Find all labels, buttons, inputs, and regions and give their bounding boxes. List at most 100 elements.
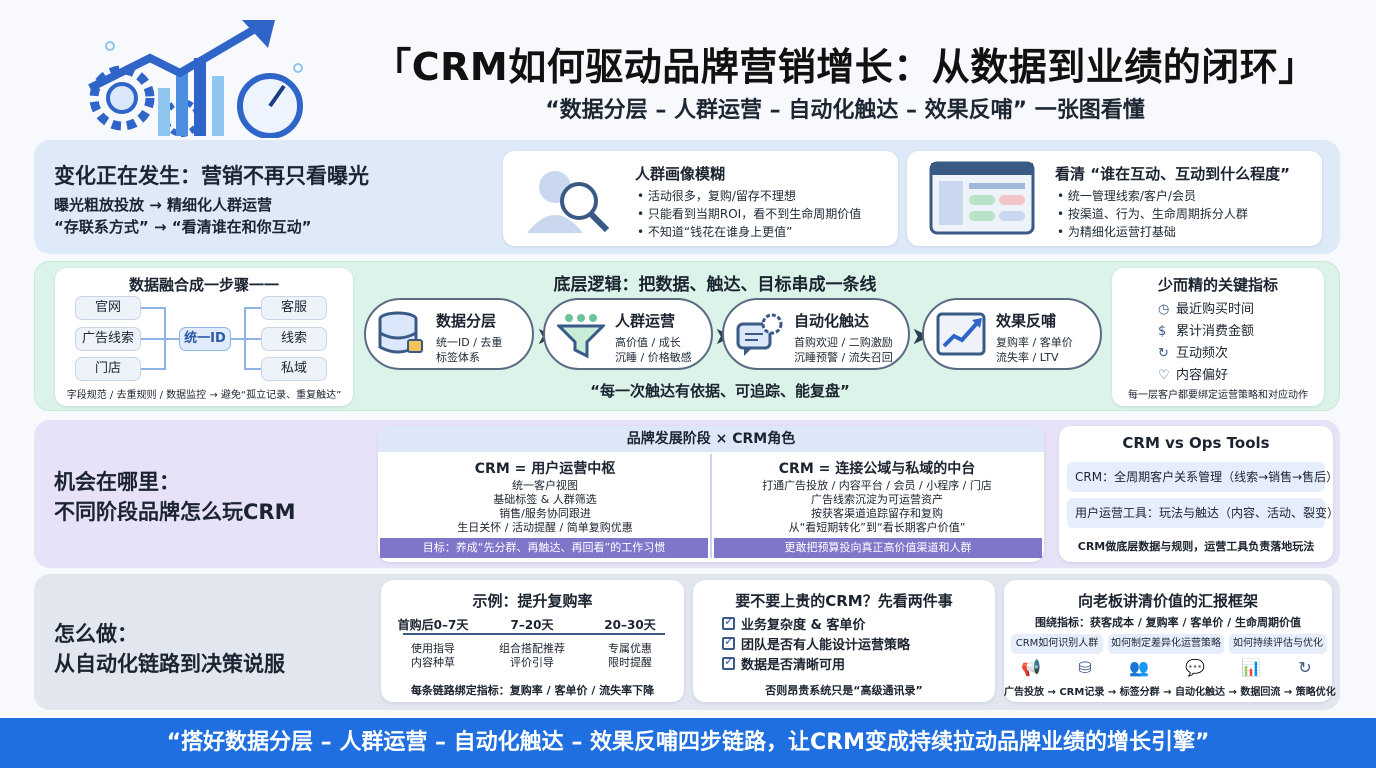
stage-col-line: 打通广告投放 / 内容平台 / 会员 / 小程序 / 门店 <box>762 479 992 492</box>
group-icon: 👥 <box>1129 658 1149 677</box>
blurry-persona-bullet: • 只能看到当期ROI，看不到生命周期价值 <box>637 207 862 221</box>
repurchase-example-title: 示例：提升复购率 <box>472 592 593 610</box>
checkbox-checked-icon <box>722 614 735 630</box>
how-to-heading-1: 怎么做： <box>54 622 138 646</box>
see-interaction-bullet: • 按渠道、行为、生命周期拆分人群 <box>1057 207 1248 221</box>
step-sub: 沉睡预警 / 流失召回 <box>794 351 893 364</box>
stage-col-left-goal: 目标：养成“先分群、再触达、再回看”的工作习惯 <box>380 538 708 558</box>
timeline-line <box>403 633 665 635</box>
stage-col-right-title: CRM = 连接公域与私域的中台 <box>778 461 976 477</box>
bar-chart-icon: 📊 <box>1241 658 1261 677</box>
funnel-icon <box>557 314 605 358</box>
change-line-2: “存联系方式” → “看清谁在和你互动” <box>54 218 312 236</box>
metric-label: 累计消费金额 <box>1176 324 1255 339</box>
checklist-label: 团队是否有人能设计运营策略 <box>741 638 911 653</box>
page-subtitle: “数据分层 – 人群运营 – 自动化触达 – 效果反哺” 一张图看懂 <box>545 98 1145 123</box>
step-sub: 标签体系 <box>436 351 480 364</box>
logic-quote: “每一次触达有依据、可追踪、能复盘” <box>590 382 850 400</box>
crm-decision-card: 要不要上贵的CRM？先看两件事 否则昂贵系统只是“高级通讯录” <box>693 580 995 702</box>
see-interaction-title: 看清 “谁在互动、互动到什么程度” <box>1055 165 1290 183</box>
clock-icon: ◷ <box>1158 302 1170 317</box>
data-fusion-title: 数据融合成一步骤一一 <box>128 276 279 294</box>
metric-label: 最近购买时间 <box>1176 302 1255 317</box>
see-interaction-card: 看清 “谁在互动、互动到什么程度” • 统一管理线索/客户/会员 • 按渠道、行… <box>907 151 1322 246</box>
step-sub: 流失率 / LTV <box>996 351 1059 364</box>
source-pill-store: 门店 <box>75 357 141 381</box>
stage-role-title: 品牌发展阶段 × CRM角色 <box>378 426 1044 452</box>
timeline-stage-label: 7–20天 <box>510 618 554 632</box>
blurry-persona-card: 人群画像模糊 • 活动很多，复购/留存不理想 • 只能看到当期ROI，看不到生命… <box>503 151 898 246</box>
checkbox-checked-icon <box>722 634 735 650</box>
report-tag: 如何制定差异化运营策略 <box>1108 634 1224 654</box>
checklist-label: 业务复杂度 & 客单价 <box>741 618 866 633</box>
blurry-persona-bullet: • 活动很多，复购/留存不理想 <box>637 189 796 203</box>
step-title: 自动化触达 <box>794 312 870 330</box>
step-crowd-ops: 人群运营 高价值 / 成长 沉睡 / 价格敏感 <box>543 298 713 370</box>
data-fusion-footer: 字段规范 / 去重规则 / 数据监控 → 避免“孤立记录、重复触达” <box>66 390 342 401</box>
report-tag: 如何持续评估与优化 <box>1229 634 1327 654</box>
stage-col-line: 生日关怀 / 活动提醒 / 简单复购优惠 <box>457 521 633 534</box>
opportunity-heading-2: 不同阶段品牌怎么玩CRM <box>54 500 296 524</box>
step-sub: 首购欢迎 / 二购激励 <box>794 336 893 349</box>
report-framework-metrics: 围绕指标：获客成本 / 复购率 / 客单价 / 生命周期价值 <box>1034 616 1302 629</box>
step-sub: 复购率 / 客单价 <box>996 336 1073 349</box>
step-title: 人群运营 <box>615 312 676 330</box>
stage-col-right-goal: 更敢把预算投向真正高价值渠道和人群 <box>714 538 1042 558</box>
unified-id-pill: 统一ID <box>179 327 231 351</box>
step-sub: 统一ID / 去重 <box>436 336 503 349</box>
logic-title: 底层逻辑：把数据、触达、目标串成一条线 <box>553 275 877 295</box>
metric-row: ◷ 最近购买时间 <box>1158 298 1254 317</box>
checklist-item: 团队是否有人能设计运营策略 <box>722 634 910 653</box>
header: 「CRM如何驱动品牌营销增长：从数据到业绩的闭环」 “数据分层 – 人群运营 –… <box>0 0 1376 138</box>
database-icon: ⛁ <box>1078 658 1092 677</box>
heart-icon: ♡ <box>1158 368 1170 383</box>
metric-row: $ 累计消费金额 <box>1158 320 1254 339</box>
stage-col-line: 统一客户视图 <box>512 479 578 492</box>
footer-banner: “搭好数据分层 – 人群运营 – 自动化触达 – 效果反哺四步链路，让CRM变成… <box>0 718 1376 768</box>
crm-vs-ops-title: CRM vs Ops Tools <box>1122 434 1270 452</box>
opportunity-heading-1: 机会在哪里： <box>54 470 180 494</box>
report-framework-flow: 广告投放 → CRM记录 → 标签分群 → 自动化触达 → 数据回流 → 策略优… <box>1004 687 1336 698</box>
see-interaction-bullet: • 为精细化运营打基础 <box>1057 225 1176 239</box>
step-auto-reach: 自动化触达 首购欢迎 / 二购激励 沉睡预警 / 流失召回 <box>722 298 910 370</box>
crm-vs-ops-card: CRM vs Ops Tools CRM做底层数据与规则，运营工具负责落地玩法 <box>1059 426 1333 562</box>
stage-col-line: 按获客渠道追踪留存和复购 <box>811 507 943 520</box>
source-pill-service: 客服 <box>261 296 327 320</box>
metric-row: ↻互动频次 <box>1158 342 1228 361</box>
step-title: 效果反哺 <box>996 312 1057 330</box>
metric-label: 互动频次 <box>1176 346 1229 361</box>
repurchase-example-footer: 每条链路绑定指标：复购率 / 客单价 / 流失率下降 <box>410 684 655 697</box>
step-data-layer: 数据分层 统一ID / 去重 标签体系 <box>364 298 534 370</box>
timeline-stage-sub: 专属优惠 限时提醒 <box>608 642 652 669</box>
refresh-icon: ↻ <box>1298 658 1312 677</box>
crm-vs-ops-row: CRM：全周期客户关系管理（线索→销售→售后） <box>1067 462 1338 492</box>
data-fusion-card: 数据融合成一步骤一一 官网 广告线索 门店 统一ID 客服 线索 私域 字段规范… <box>55 268 353 406</box>
source-pill-ad-leads: 广告线索 <box>75 327 141 351</box>
timeline-stage-sub: 组合搭配推荐 评价引导 <box>499 642 565 669</box>
stage-col-line: 销售/服务协同跟进 <box>499 507 591 520</box>
magnifier-person-icon <box>527 171 610 233</box>
step-title: 数据分层 <box>436 312 497 330</box>
checklist-label: 数据是否清晰可用 <box>741 658 846 673</box>
key-metrics-card: 少而精的关键指标 每一层客户都要绑定运营策略和对应动作 <box>1112 268 1324 406</box>
see-interaction-bullet: • 统一管理线索/客户/会员 <box>1057 189 1196 203</box>
timeline-stage-sub: 使用指导 内容种草 <box>411 642 455 669</box>
crm-decision-title: 要不要上贵的CRM？先看两件事 <box>735 592 953 610</box>
report-tag: CRM如何识别人群 <box>1011 634 1103 654</box>
metric-label: 内容偏好 <box>1176 368 1229 383</box>
money-bag-icon: $ <box>1158 324 1167 339</box>
timeline-stage-label: 20–30天 <box>604 618 656 632</box>
stage-col-line: 从“看短期转化”到“看长期客户价值” <box>788 521 966 534</box>
blurry-persona-bullet: • 不知道“钱花在谁身上更值” <box>637 225 793 239</box>
step-sub: 高价值 / 成长 <box>615 336 681 349</box>
checkbox-checked-icon <box>722 654 735 670</box>
how-to-heading-2: 从自动化链路到决策说服 <box>54 652 285 676</box>
change-line-1: 曝光粗放投放 → 精细化人群运营 <box>54 196 273 214</box>
report-framework-title: 向老板讲清价值的汇报框架 <box>1077 592 1258 610</box>
change-heading: 变化正在发生：营销不再只看曝光 <box>54 164 369 188</box>
megaphone-icon: 📢 <box>1021 658 1041 677</box>
crm-vs-ops-footer: CRM做底层数据与规则，运营工具负责落地玩法 <box>1077 540 1315 553</box>
crm-vs-ops-row: 用户运营工具：玩法与触达（内容、活动、裂变） <box>1067 498 1339 528</box>
checklist-item: 业务复杂度 & 客单价 <box>722 614 865 633</box>
column-divider <box>710 454 712 558</box>
